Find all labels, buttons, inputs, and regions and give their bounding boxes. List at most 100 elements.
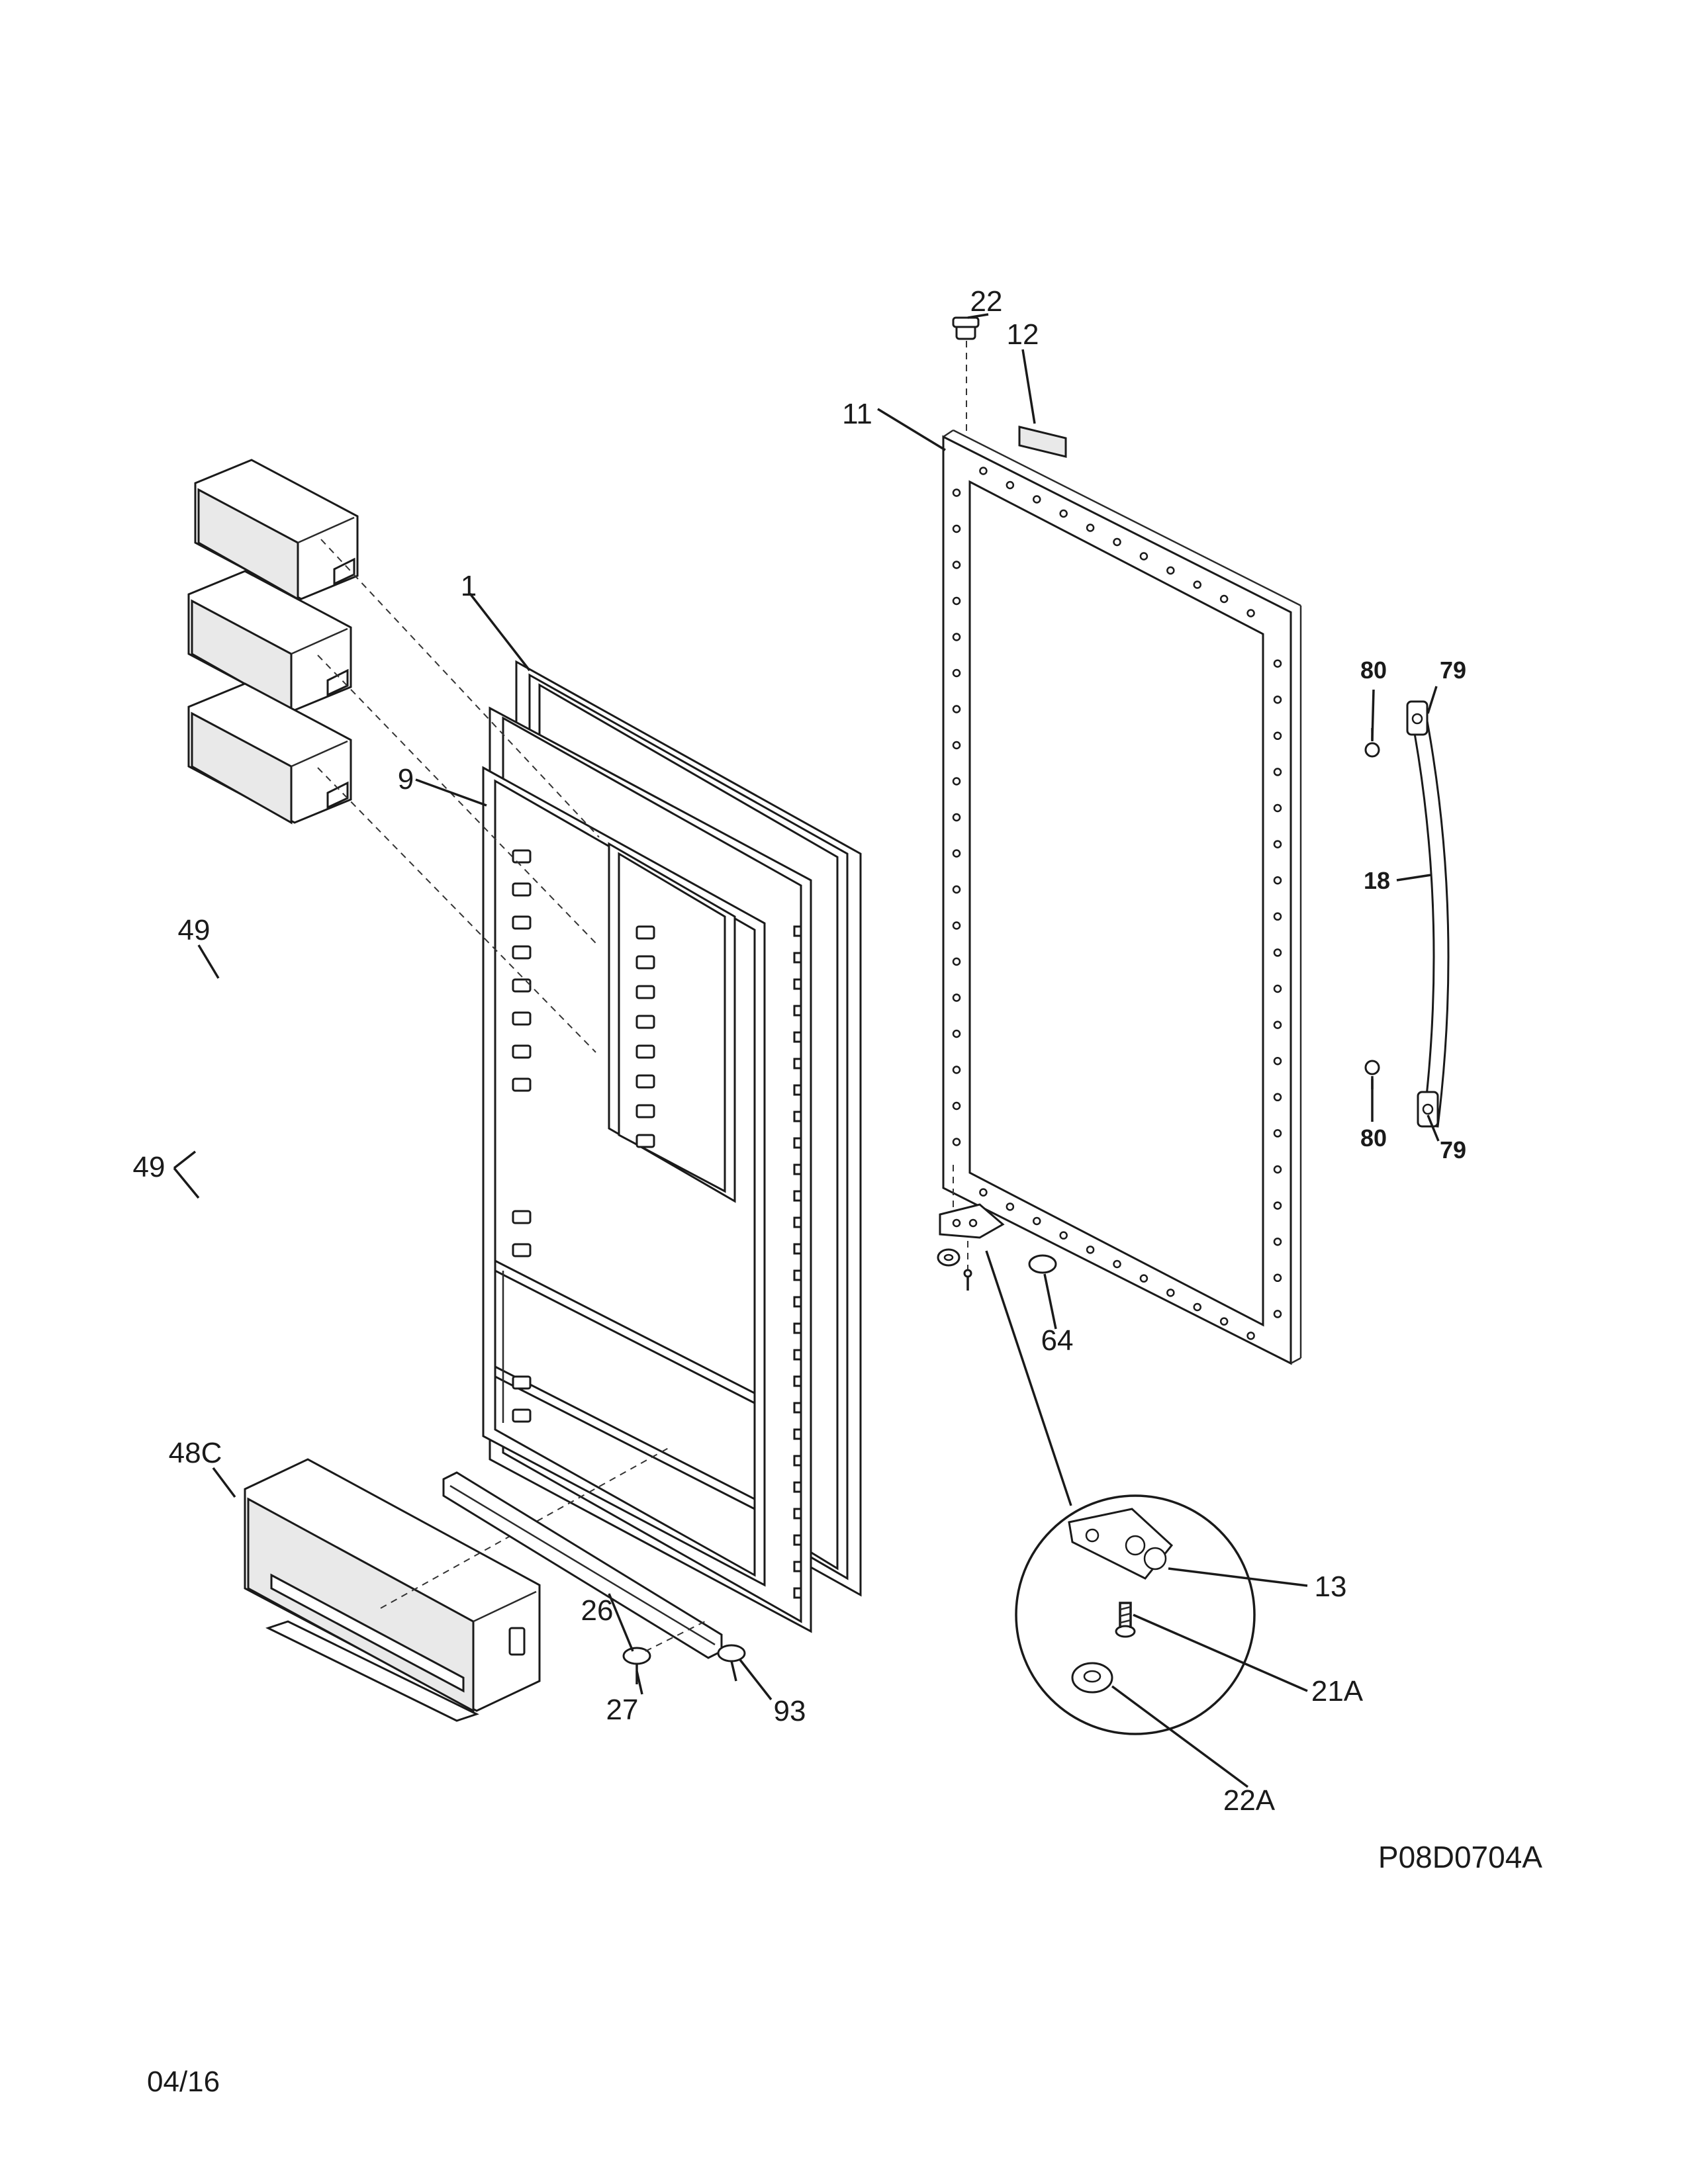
shelf-tab <box>512 915 532 930</box>
outer-door-panel <box>942 429 1302 1365</box>
screw-hole <box>1273 1310 1282 1318</box>
screw-hole <box>979 467 988 475</box>
edge-rivet <box>793 1031 802 1043</box>
door-bin-middle <box>187 570 352 712</box>
screw-hole <box>952 488 961 497</box>
callout-22a: 22A <box>1223 1784 1276 1817</box>
callout-79-top: 79 <box>1440 657 1466 684</box>
screw-hole <box>1273 876 1282 885</box>
edge-rivet <box>793 1269 802 1281</box>
edge-rivet <box>793 1508 802 1520</box>
edge-rivet <box>793 1084 802 1096</box>
screw-hole <box>952 561 961 569</box>
hinge-bracket-small <box>939 1203 1005 1239</box>
hinge-cap-64 <box>1028 1254 1057 1274</box>
screw-hole <box>1273 1237 1282 1246</box>
label-plate <box>1018 426 1067 458</box>
screw-hole <box>952 633 961 641</box>
screw-hole <box>1273 984 1282 993</box>
screw-hole <box>1193 580 1201 589</box>
screw-hole <box>1273 1021 1282 1029</box>
screw-hole <box>1273 948 1282 957</box>
screw-hole <box>1006 480 1015 490</box>
edge-rivet <box>793 1428 802 1440</box>
shelf-tab <box>512 1243 532 1257</box>
screw-hole <box>1273 731 1282 741</box>
screw-hole <box>1273 768 1282 776</box>
screw-hole <box>952 777 961 786</box>
screw-hole <box>1246 609 1255 617</box>
liner-shelf-tabs <box>512 849 655 1423</box>
screw-hole <box>1273 659 1282 668</box>
screw-hole <box>952 957 961 966</box>
edge-rivet <box>793 1058 802 1069</box>
callout-93: 93 <box>774 1695 806 1727</box>
screw-hole <box>952 921 961 930</box>
shelf-tab <box>512 945 532 960</box>
screw-hole <box>1273 1201 1282 1210</box>
callout-64: 64 <box>1041 1324 1074 1357</box>
screw-hole <box>1193 1302 1201 1312</box>
shelf-tab <box>635 1044 655 1059</box>
door-handle <box>1406 700 1450 1128</box>
screw-hole <box>952 1138 961 1146</box>
screw-hole <box>1166 566 1175 575</box>
callout-48c: 48C <box>169 1437 222 1469</box>
callout-80-top: 80 <box>1360 657 1387 684</box>
screw-hole <box>952 1029 961 1038</box>
dairy-bin <box>244 1458 541 1722</box>
screw-hole <box>1166 1289 1175 1297</box>
screw-hole <box>1273 1273 1282 1283</box>
hinge-screw-small <box>963 1269 972 1291</box>
screw-hole <box>952 705 961 713</box>
screw-hole <box>1059 509 1068 518</box>
revision-date: 04/16 <box>147 2066 220 2098</box>
callout-27: 27 <box>606 1694 639 1726</box>
edge-rivet <box>793 1216 802 1228</box>
leader-lines <box>173 313 1440 1788</box>
screw-hole <box>1113 1259 1121 1269</box>
screw-hole <box>1033 495 1041 504</box>
shelf-tab <box>512 1408 532 1423</box>
screw-hole <box>1273 840 1282 848</box>
callout-18: 18 <box>1364 867 1390 894</box>
shelf-tab <box>512 1210 532 1224</box>
push-pin-27 <box>622 1647 651 1684</box>
hinge-detail-view <box>1015 1494 1256 1735</box>
callout-21a: 21A <box>1311 1675 1364 1707</box>
door-panel-screw-holes <box>952 467 1282 1340</box>
edge-rivet <box>793 1243 802 1255</box>
shelf-tab <box>512 1011 532 1026</box>
callout-26: 26 <box>581 1594 614 1627</box>
liner-edge-rivets <box>793 925 802 1599</box>
screw-hole <box>1246 1332 1255 1340</box>
shelf-tab <box>635 1015 655 1029</box>
screw-hole <box>1273 803 1282 813</box>
screw-hole <box>1273 1056 1282 1066</box>
screw-hole <box>1273 1129 1282 1138</box>
edge-rivet <box>793 1534 802 1546</box>
inner-door-liner <box>482 706 812 1633</box>
hinge-washer-small <box>937 1248 961 1267</box>
screw-hole <box>979 1188 988 1197</box>
screw-hole <box>1139 1274 1149 1283</box>
edge-rivet <box>793 1402 802 1414</box>
shelf-tab <box>512 882 532 897</box>
shelf-tab <box>512 1044 532 1059</box>
detail-screw <box>1115 1602 1136 1638</box>
screw-hole <box>952 668 961 678</box>
edge-rivet <box>793 1349 802 1361</box>
edge-rivet <box>793 1111 802 1122</box>
screw-hole <box>952 1066 961 1074</box>
edge-rivet <box>793 978 802 990</box>
edge-rivet <box>793 1005 802 1017</box>
screw-hole <box>1033 1216 1041 1226</box>
screw-hole <box>952 813 961 822</box>
shelf-tab <box>512 978 532 993</box>
shelf-tab <box>635 1074 655 1089</box>
edge-rivet <box>793 925 802 937</box>
shelf-tab <box>635 955 655 970</box>
screw-hole <box>1139 552 1149 561</box>
screw-hole <box>1059 1231 1068 1240</box>
